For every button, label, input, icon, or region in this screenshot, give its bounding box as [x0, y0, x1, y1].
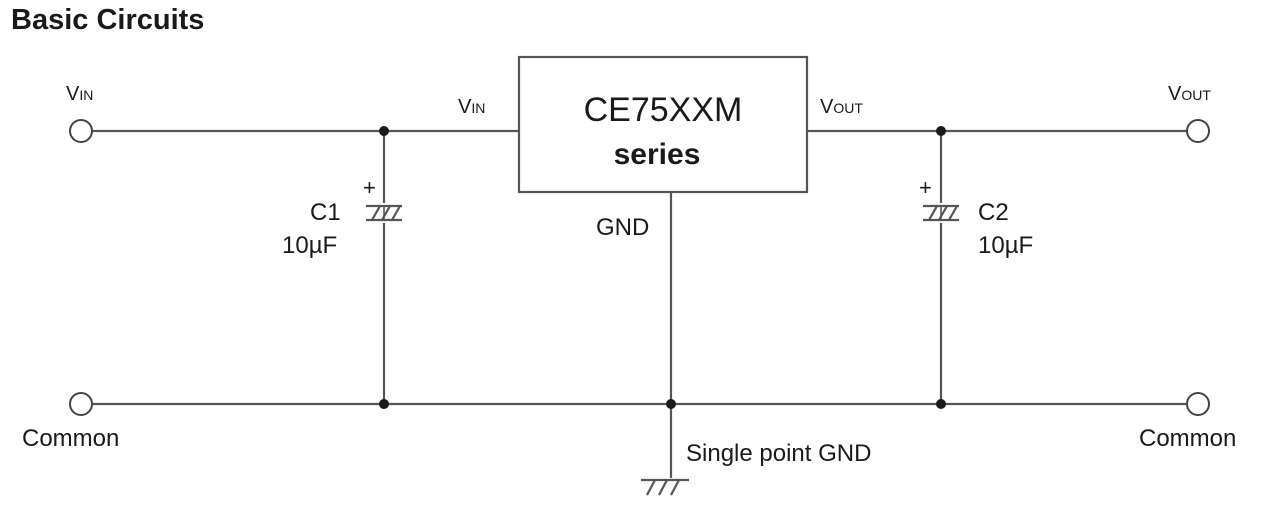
page-title: Basic Circuits	[11, 4, 205, 36]
c1-polarity-mark: +	[363, 175, 376, 200]
output-terminal	[1186, 119, 1210, 143]
junction-dot-input	[379, 126, 389, 136]
junction-dot-c1-common	[379, 399, 389, 409]
junction-dot-gnd	[666, 399, 676, 409]
output-terminal-label: VOUT	[1168, 83, 1211, 105]
ic-pin-out-label: VOUT	[820, 96, 863, 118]
c1-name: C1	[310, 199, 341, 226]
common-terminal-left	[69, 392, 93, 416]
c2-capacitor-symbol	[923, 204, 959, 222]
ic-series: series	[614, 138, 701, 171]
c2-name: C2	[978, 199, 1009, 226]
c2-value: 10µF	[978, 232, 1033, 259]
ground-symbol	[641, 478, 689, 496]
ic-pin-gnd-label: GND	[596, 214, 649, 241]
ic-block	[517, 55, 809, 194]
input-terminal	[69, 119, 93, 143]
c1-capacitor-symbol	[366, 204, 402, 222]
common-label-right: Common	[1139, 425, 1236, 452]
ic-pin-in-label: VIN	[458, 96, 485, 118]
common-label-left: Common	[22, 425, 119, 452]
input-terminal-label: VIN	[66, 83, 93, 105]
common-terminal-right	[1186, 392, 1210, 416]
single-point-gnd-label: Single point GND	[686, 440, 871, 467]
ic-name: CE75XXM	[584, 91, 743, 129]
c1-value: 10µF	[282, 232, 337, 259]
c2-polarity-mark: +	[919, 175, 932, 200]
junction-dot-c2-common	[936, 399, 946, 409]
junction-dot-output	[936, 126, 946, 136]
